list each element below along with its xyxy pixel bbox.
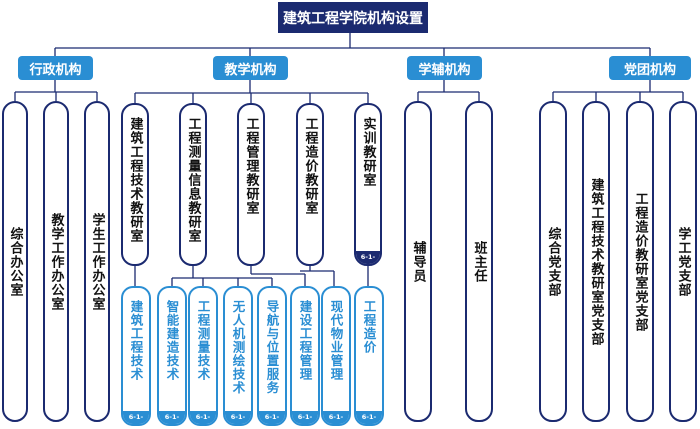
- party-unit-label: 建筑工程技术教研室党支部: [588, 177, 604, 346]
- teaching-unit-label: 工程测量信息教研室: [185, 117, 201, 243]
- major-label: 智能建造技术: [164, 300, 180, 381]
- connector-party: [552, 80, 684, 101]
- connector-teaching: [134, 80, 369, 103]
- major-unit: 无人机测绘技术 6-1-203: [223, 286, 253, 426]
- room-code: 6-1-205: [356, 411, 382, 424]
- major-label: 导航与位置服务: [264, 300, 280, 395]
- major-unit: 智能建造技术 6-1-202: [157, 286, 187, 426]
- major-label: 建设工程管理: [297, 300, 313, 381]
- party-unit: 工程造价教研室党支部: [626, 101, 654, 422]
- connector-majors: [134, 266, 369, 286]
- admin-unit: 综合办公室: [2, 101, 28, 422]
- major-unit: 现代物业管理 6-1-204: [321, 286, 351, 426]
- assist-unit: 辅导员: [404, 101, 432, 422]
- major-label: 工程造价: [361, 300, 377, 354]
- party-unit: 建筑工程技术教研室党支部: [582, 101, 610, 422]
- party-unit-label: 综合党支部: [545, 226, 561, 297]
- major-unit: 工程造价 6-1-205: [354, 286, 384, 426]
- page-title: 建筑工程学院机构设置: [283, 10, 423, 27]
- room-code: 6-1-204: [323, 411, 349, 424]
- teaching-unit-label: 工程管理教研室: [243, 117, 259, 215]
- major-label: 现代物业管理: [328, 300, 344, 381]
- category-admin: 行政机构: [18, 56, 93, 80]
- teaching-unit-label: 实训教研室: [360, 117, 376, 187]
- teaching-unit: 工程造价教研室: [296, 103, 324, 266]
- category-assist: 学辅机构: [407, 56, 482, 80]
- assist-unit-label: 辅导员: [410, 240, 426, 283]
- room-code: 6-1-203: [225, 411, 251, 424]
- major-unit: 导航与位置服务 6-1-203: [257, 286, 287, 426]
- major-unit: 工程测量技术 6-1-203: [188, 286, 218, 426]
- room-code: 6-1-201: [123, 411, 149, 424]
- admin-unit-label: 教学工作办公室: [48, 212, 64, 311]
- category-teaching: 教学机构: [213, 56, 288, 80]
- party-unit-label: 学工党支部: [675, 226, 691, 297]
- assist-unit: 班主任: [465, 101, 493, 422]
- category-assist-label: 学辅机构: [418, 62, 471, 78]
- teaching-unit-label: 建筑工程技术教研室: [127, 117, 143, 243]
- room-code: 6-1-203: [259, 411, 285, 424]
- teaching-unit: 实训教研室 6-1-103: [354, 103, 382, 266]
- root-title-box: 建筑工程学院机构设置: [278, 2, 428, 33]
- party-unit: 综合党支部: [539, 101, 567, 422]
- major-label: 建筑工程技术: [128, 300, 144, 381]
- room-code: 6-1-103: [356, 251, 380, 264]
- connector-admin: [14, 80, 98, 101]
- admin-unit-label: 综合办公室: [7, 226, 23, 297]
- admin-unit: 教学工作办公室: [43, 101, 69, 422]
- category-party: 党团机构: [609, 56, 691, 80]
- major-unit: 建筑工程技术 6-1-201: [121, 286, 151, 426]
- teaching-unit: 工程测量信息教研室: [179, 103, 207, 266]
- admin-unit: 学生工作办公室: [84, 101, 110, 422]
- major-unit: 建设工程管理 6-1-204: [290, 286, 320, 426]
- teaching-unit-label: 工程造价教研室: [302, 117, 318, 215]
- category-party-label: 党团机构: [623, 62, 676, 78]
- party-unit-label: 工程造价教研室党支部: [632, 191, 648, 332]
- major-label: 无人机测绘技术: [230, 300, 246, 395]
- room-code: 6-1-204: [292, 411, 318, 424]
- assist-unit-label: 班主任: [471, 240, 487, 283]
- admin-unit-label: 学生工作办公室: [89, 212, 105, 311]
- connector-cat-drops: [54, 48, 651, 56]
- teaching-unit: 建筑工程技术教研室: [121, 103, 149, 266]
- teaching-unit: 工程管理教研室: [237, 103, 265, 266]
- major-label: 工程测量技术: [195, 300, 211, 381]
- room-code: 6-1-202: [159, 411, 185, 424]
- category-admin-label: 行政机构: [29, 62, 82, 78]
- room-code: 6-1-203: [190, 411, 216, 424]
- party-unit: 学工党支部: [669, 101, 697, 422]
- category-teaching-label: 教学机构: [224, 62, 277, 78]
- connector-assist: [417, 80, 480, 101]
